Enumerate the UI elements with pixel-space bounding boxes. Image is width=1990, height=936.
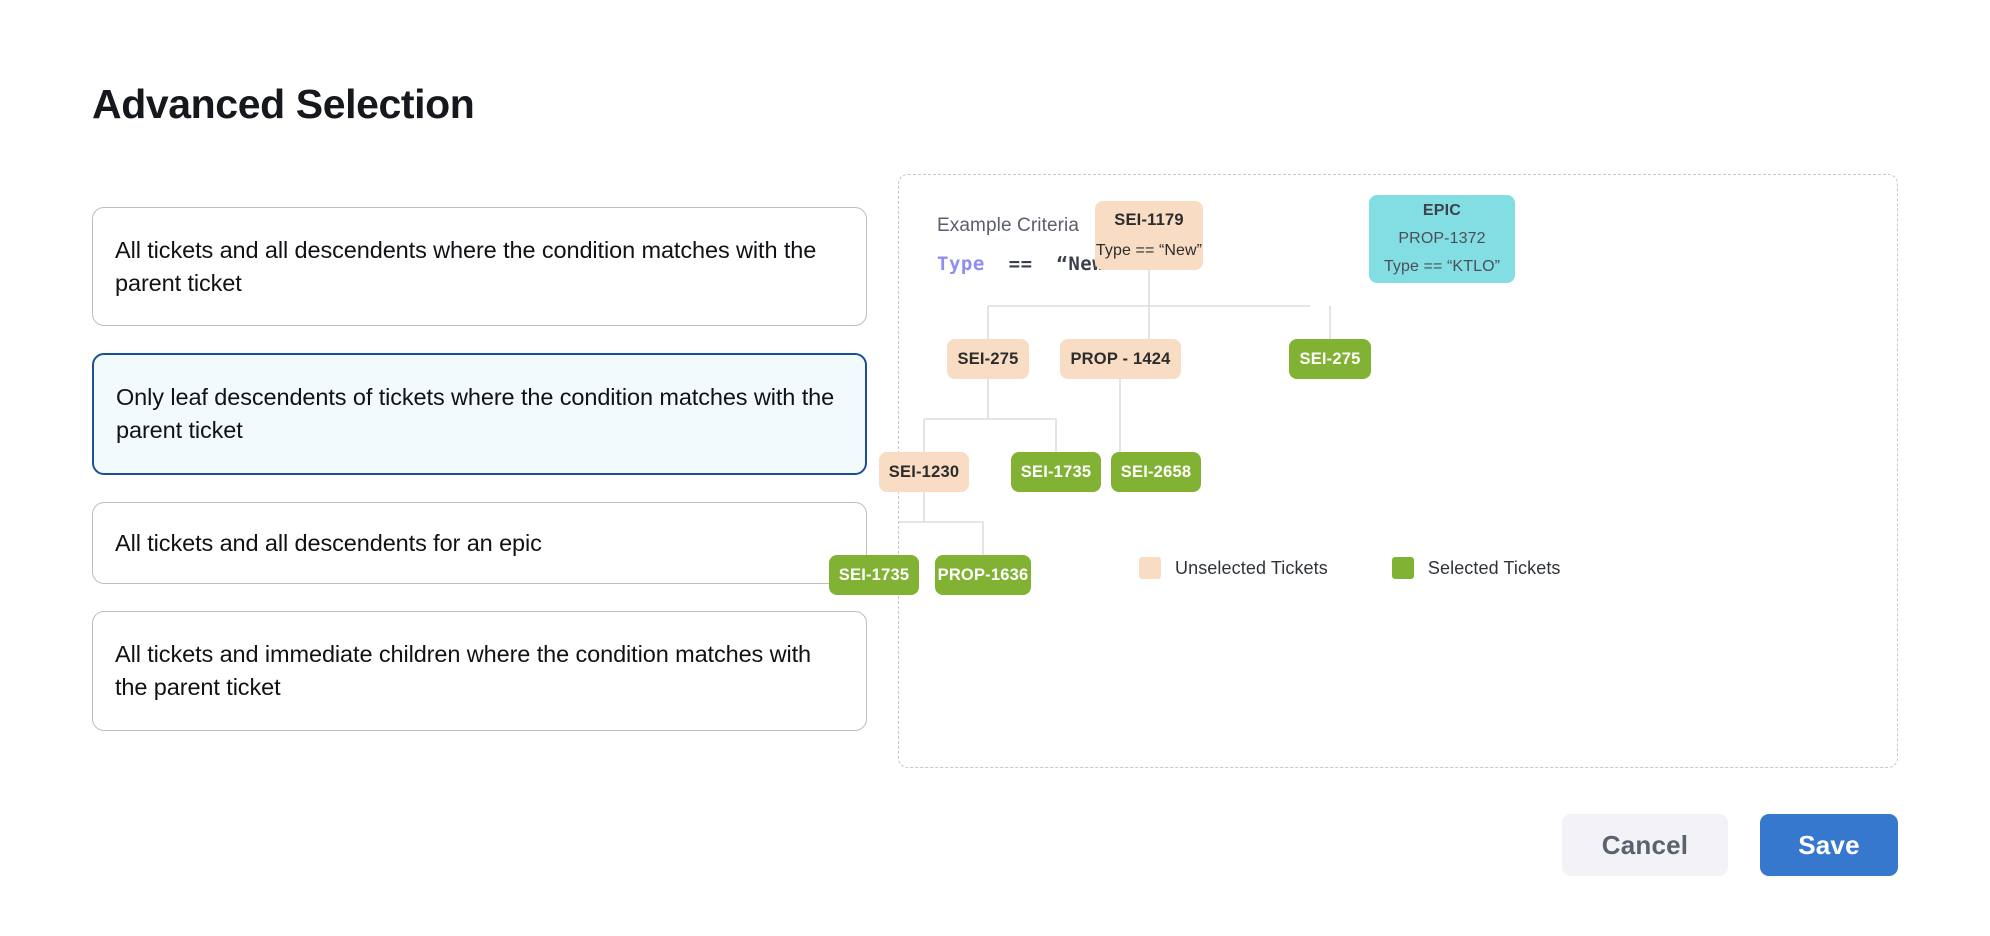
page-title: Advanced Selection (92, 81, 475, 128)
tree-node-condition: Type == “New” (1095, 241, 1203, 259)
option-card-label: All tickets and immediate children where… (115, 641, 812, 700)
tree-node-sei-1230[interactable]: SEI-1230 (879, 452, 969, 492)
option-card-label: Only leaf descendents of tickets where t… (116, 384, 835, 443)
tree-node-id: PROP - 1424 (1070, 349, 1171, 368)
legend-swatch-unselected-icon (1139, 557, 1161, 579)
option-card-all-descendents[interactable]: All tickets and all descendents where th… (92, 207, 867, 327)
tree-node-prop-1424[interactable]: PROP - 1424 (1060, 339, 1181, 379)
tree-node-type: EPIC (1422, 202, 1462, 219)
example-diagram-panel: Example Criteria Type == “New” (829, 174, 1898, 768)
legend-item-selected: Selected Tickets (1391, 557, 1561, 579)
tree-node-sei-1179[interactable]: SEI-1179 Type == “New” (1095, 201, 1203, 270)
save-button[interactable]: Save (1760, 814, 1898, 876)
criteria-keyword: Type (937, 253, 985, 275)
diagram-legend: Unselected Tickets Selected Tickets (1139, 557, 1561, 579)
selection-options-list: All tickets and all descendents where th… (92, 207, 867, 758)
tree-node-sei-275-a[interactable]: SEI-275 (947, 339, 1029, 379)
tree-node-id: SEI-275 (1299, 349, 1361, 368)
tree-node-id: SEI-2658 (1120, 462, 1192, 481)
tree-node-sei-1735-a[interactable]: SEI-1735 (1011, 452, 1101, 492)
example-criteria-block: Example Criteria Type == “New” (937, 215, 1116, 275)
tree-node-id: SEI-1179 (1114, 211, 1184, 230)
tree-node-id: SEI-1735 (1020, 462, 1092, 481)
tree-node-condition: Type == “KTLO” (1383, 258, 1501, 275)
tree-node-sei-2658[interactable]: SEI-2658 (1111, 452, 1201, 492)
tree-node-id: PROP-1636 (937, 565, 1029, 584)
legend-swatch-selected-icon (1391, 557, 1414, 579)
tree-node-epic-prop-1372[interactable]: EPIC PROP-1372 Type == “KTLO” (1369, 195, 1515, 283)
example-criteria-title: Example Criteria (937, 215, 1080, 236)
example-criteria-expression: Type == “New” (937, 253, 1116, 275)
tree-node-id: PROP-1372 (1398, 230, 1486, 247)
legend-label: Unselected Tickets (1175, 557, 1328, 578)
tree-node-id: SEI-1230 (888, 462, 960, 481)
tree-node-prop-1636[interactable]: PROP-1636 (935, 555, 1031, 595)
option-card-label: All tickets and all descendents where th… (115, 237, 817, 296)
option-card-label: All tickets and all descendents for an e… (115, 529, 542, 556)
footer-actions: Cancel Save (1562, 814, 1898, 876)
tree-node-id: SEI-275 (957, 349, 1019, 368)
option-card-leaf-descendents[interactable]: Only leaf descendents of tickets where t… (92, 353, 867, 475)
tree-node-sei-275-b[interactable]: SEI-275 (1289, 339, 1371, 379)
option-card-immediate-children[interactable]: All tickets and immediate children where… (92, 611, 867, 731)
option-card-epic-descendents[interactable]: All tickets and all descendents for an e… (92, 501, 867, 585)
tree-node-id: SEI-1735 (838, 565, 910, 584)
legend-label: Selected Tickets (1427, 557, 1561, 578)
legend-item-unselected: Unselected Tickets (1139, 557, 1328, 579)
tree-node-sei-1735-b[interactable]: SEI-1735 (829, 555, 919, 595)
cancel-button[interactable]: Cancel (1562, 814, 1728, 876)
